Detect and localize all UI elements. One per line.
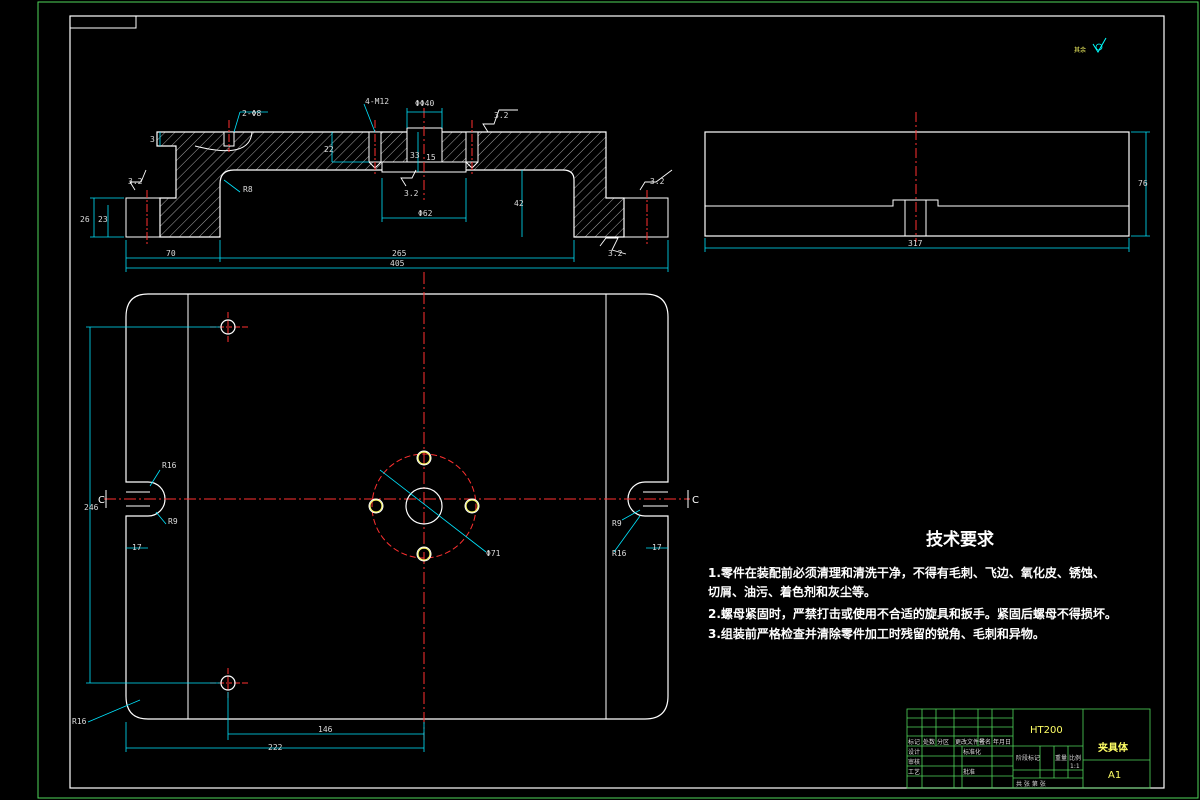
svg-text:标记: 标记 — [908, 738, 920, 746]
svg-text:阶段标记: 阶段标记 — [1016, 754, 1040, 762]
side-view: 76 317 — [704, 112, 1150, 252]
svg-text:2-Φ8: 2-Φ8 — [242, 109, 261, 118]
svg-text:其余: 其余 — [1074, 46, 1086, 54]
corner-box — [69, 15, 137, 29]
svg-text:C: C — [98, 495, 105, 506]
svg-text:R16: R16 — [162, 461, 177, 470]
title-block-text: HT200 夹具体 A1 标记 处数 分区 更改文件号 签名 年月日 设计 标准… — [908, 725, 1129, 788]
svg-text:C: C — [692, 495, 699, 506]
svg-text:3.2: 3.2 — [650, 177, 665, 186]
svg-text:317: 317 — [908, 239, 923, 248]
svg-text:2.螺母紧固时，严禁打击或使用不合适的旋具和扳手。紧固后螺母: 2.螺母紧固时，严禁打击或使用不合适的旋具和扳手。紧固后螺母不得损坏。 — [708, 606, 1117, 621]
section-body — [156, 131, 625, 238]
svg-text:246: 246 — [84, 503, 99, 512]
svg-text:工艺: 工艺 — [908, 768, 920, 776]
svg-text:分区: 分区 — [937, 738, 949, 746]
svg-text:23: 23 — [98, 215, 108, 224]
plate-outline — [125, 293, 669, 720]
svg-text:4-M12: 4-M12 — [365, 97, 389, 106]
svg-text:审核: 审核 — [908, 758, 920, 766]
svg-text:标准化: 标准化 — [963, 748, 981, 756]
svg-text:22: 22 — [324, 145, 334, 154]
roughness-symbol-default: 其余 — [1074, 37, 1107, 54]
svg-text:R8: R8 — [243, 185, 253, 194]
svg-text:42: 42 — [514, 199, 524, 208]
svg-text:70: 70 — [166, 249, 176, 258]
svg-text:76: 76 — [1138, 179, 1148, 188]
svg-text:技术要求: 技术要求 — [926, 529, 994, 550]
svg-text:Φ62: Φ62 — [418, 209, 433, 218]
svg-text:处数: 处数 — [923, 738, 935, 746]
svg-text:更改文件号: 更改文件号 — [955, 738, 985, 746]
svg-text:切屑、油污、着色剂和灰尘等。: 切屑、油污、着色剂和灰尘等。 — [708, 584, 876, 599]
svg-text:17: 17 — [652, 543, 662, 552]
svg-text:Φ71: Φ71 — [486, 549, 501, 558]
svg-text:3.2: 3.2 — [128, 177, 143, 186]
svg-text:3: 3 — [150, 135, 155, 144]
svg-text:批准: 批准 — [963, 768, 975, 776]
svg-text:R16: R16 — [72, 717, 87, 726]
svg-text:3.组装前严格检查并清除零件加工时残留的锐角、毛刺和异物。: 3.组装前严格检查并清除零件加工时残留的锐角、毛刺和异物。 — [708, 626, 1045, 641]
title-block — [906, 708, 1151, 789]
svg-text:ΦΦ40: ΦΦ40 — [415, 99, 434, 108]
svg-text:26: 26 — [80, 215, 90, 224]
svg-text:重量: 重量 — [1055, 754, 1067, 762]
svg-text:15: 15 — [426, 153, 436, 162]
plan-view: 246 R16 R9 17 R16 R9 17 C C Φ71 R16 146 … — [72, 272, 699, 752]
svg-text:33: 33 — [410, 151, 420, 160]
svg-text:R9: R9 — [612, 519, 622, 528]
outer-frame — [37, 1, 1199, 799]
svg-text:R16: R16 — [612, 549, 627, 558]
svg-text:3.2: 3.2 — [608, 249, 623, 258]
svg-text:1:1: 1:1 — [1070, 763, 1080, 770]
svg-text:签名: 签名 — [979, 738, 991, 746]
svg-text:A1: A1 — [1108, 770, 1121, 781]
svg-text:HT200: HT200 — [1030, 725, 1063, 736]
svg-text:设计: 设计 — [908, 748, 920, 756]
svg-text:R9: R9 — [168, 517, 178, 526]
svg-text:265: 265 — [392, 249, 407, 258]
technical-requirements: 技术要求 1.零件在装配前必须清理和清洗干净，不得有毛刺、飞边、氧化皮、锈蚀、 … — [708, 529, 1117, 641]
svg-text:3.2: 3.2 — [404, 189, 419, 198]
svg-text:年月日: 年月日 — [993, 738, 1011, 746]
svg-text:17: 17 — [132, 543, 142, 552]
svg-text:3.2: 3.2 — [494, 111, 509, 120]
inner-frame — [69, 15, 1165, 789]
svg-text:比例: 比例 — [1069, 754, 1081, 762]
svg-text:222: 222 — [268, 743, 283, 752]
svg-text:405: 405 — [390, 259, 405, 268]
svg-text:146: 146 — [318, 725, 333, 734]
svg-text:共 张 第 张: 共 张 第 张 — [1016, 780, 1046, 788]
svg-text:夹具体: 夹具体 — [1098, 741, 1129, 754]
section-view: 2-Φ8 4-M12 ΦΦ40 3 22 33 15 26 23 42 Φ62 … — [80, 97, 673, 272]
svg-text:1.零件在装配前必须清理和清洗干净，不得有毛刺、飞边、氧化皮: 1.零件在装配前必须清理和清洗干净，不得有毛刺、飞边、氧化皮、锈蚀、 — [708, 565, 1105, 580]
